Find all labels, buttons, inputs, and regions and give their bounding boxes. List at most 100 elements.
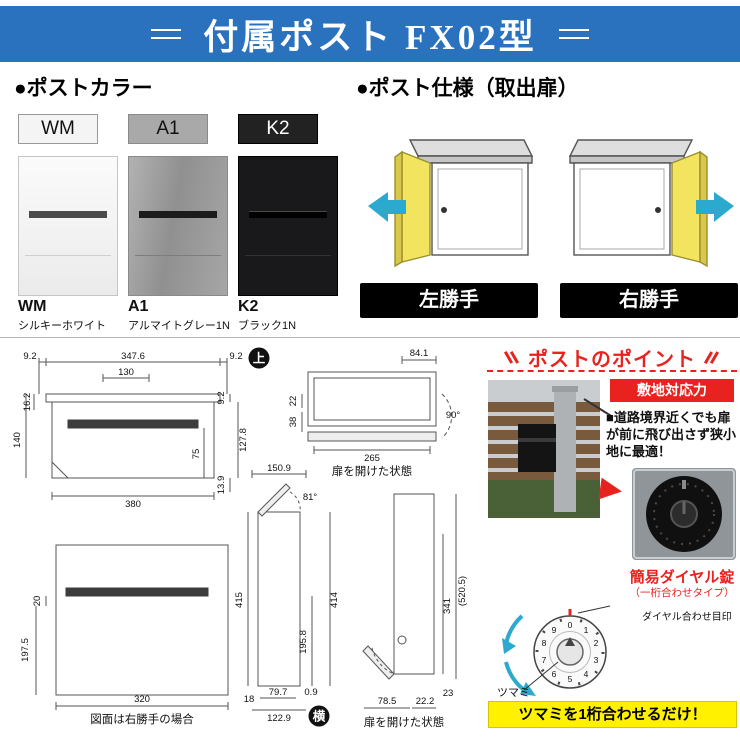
dim-label: 9.2 [216,391,227,404]
svg-text:5: 5 [568,674,573,684]
dim-label: 347.6 [121,351,145,362]
dim-label: 13.9 [216,476,227,495]
title-decoration-icon [703,350,719,365]
feature-badge: 敷地対応力 [610,379,734,402]
post-slot [29,211,107,218]
header-rule-left-icon [151,29,182,39]
rotate-arrow-icon [504,661,526,692]
points-title: ポストのポイント [528,349,696,371]
rotate-arrow-icon [520,682,536,696]
left-hand-post-illustration [368,139,534,268]
dim-label: 414 [329,592,340,608]
color-sample-wm [18,156,118,296]
dim-label: 23 [443,688,454,699]
drawing-caption: 図面は右勝手の場合 [90,712,194,726]
top-view-badge-icon [248,347,270,369]
svg-text:1: 1 [584,625,589,635]
feature-text: ■道路境界近くでも扉が前に飛び出さず狭小地に最適！ [606,410,737,460]
dim-label: 20 [32,596,43,607]
svg-text:0: 0 [568,620,573,630]
dim-label: 320 [134,694,150,705]
dim-label: 79.7 [269,687,288,698]
dashed-rule [487,370,737,372]
dim-label: 22 [288,396,299,407]
technical-drawings: 9.2 347.6 9.2 130 16.2 140 9.2 127.8 75 … [12,347,468,729]
color-tab-wm: WM [18,114,98,144]
svg-text:8: 8 [542,638,547,648]
dimension-labels: 9.2 347.6 9.2 130 16.2 140 9.2 127.8 75 … [12,348,468,729]
color-name: シルキーホワイト [18,320,106,332]
dim-label: 140 [12,432,23,448]
dim-label: 18 [244,694,255,705]
post-slot [249,211,327,218]
drawing-lines [25,356,457,711]
color-code: K2 [238,298,259,315]
open-left-arrow-icon [368,192,406,222]
section-divider [0,337,740,338]
dim-label: 122.9 [267,713,291,724]
dim-label: 9.2 [229,351,242,362]
header-rule-right-icon [558,29,589,39]
color-section-title: ●ポストカラー [14,77,153,100]
left-hand-label: 左勝手 [360,283,538,318]
color-sample-k2 [238,156,338,296]
svg-text:2: 2 [594,638,599,648]
color-name: アルマイトグレー1N [128,320,230,332]
view-badge: 上 [253,351,266,366]
dim-label: 38 [288,417,299,428]
detail-arrow-icon [598,477,624,503]
dim-label: 84.1 [410,348,429,359]
dial-numbers: 0 1 2 3 4 5 6 7 8 9 [542,620,599,684]
color-tab-a1: A1 [128,114,208,144]
color-tab-k2: K2 [238,114,318,144]
lock-title: 簡易ダイヤル錠 [629,569,735,586]
drawing-caption: 扉を開けた状態 [364,715,445,729]
view-badge: 横 [313,709,326,724]
dial-lock-photo [632,468,736,560]
door-seam [25,255,111,256]
dim-label: 150.9 [267,463,291,474]
color-code: WM [18,298,47,315]
page-title: 付属ポスト FX02型 [203,17,537,57]
dim-label: 9.2 [23,351,36,362]
dim-label: 130 [118,367,134,378]
dim-label: 0.9 [304,687,317,698]
title-decoration-icon [503,350,519,365]
dim-label: (520.5) [457,576,468,606]
dim-label: 197.5 [20,638,31,662]
dim-label: 415 [234,592,245,608]
header-banner: 付属ポスト FX02型 [0,6,740,62]
lock-subtitle: （一桁合わせタイプ） [629,587,735,599]
installation-photo [488,380,600,518]
color-sample-a1 [128,156,228,296]
svg-text:9: 9 [552,625,557,635]
dim-label: 22.2 [416,696,435,707]
dial-mark-label: ダイヤル合わせ目印 [642,612,732,623]
post-slot [139,211,217,218]
dial-illustration: 0 1 2 3 4 5 6 7 8 9 [502,605,611,696]
dim-label: 16.2 [22,393,33,412]
door-seam [245,255,331,256]
right-hand-label: 右勝手 [560,283,738,318]
door-seam [135,255,221,256]
dim-label: 75 [191,449,202,460]
right-hand-post-illustration [568,139,734,268]
dim-label: 127.8 [238,428,249,452]
svg-text:6: 6 [552,669,557,679]
spec-section-title: ●ポスト仕様（取出扉） [356,77,579,100]
svg-text:7: 7 [542,655,547,665]
dim-label: 90° [446,410,461,421]
drawing-caption: 扉を開けた状態 [332,464,413,478]
side-view-badge-icon [308,705,330,727]
dim-label: 380 [125,499,141,510]
color-name: ブラック1N [238,320,297,332]
dim-label: 78.5 [378,696,397,707]
color-code: A1 [128,298,149,315]
points-title-row: ポストのポイント [486,343,738,372]
svg-text:4: 4 [584,669,589,679]
dim-label: 341 [442,598,453,614]
dim-label: 265 [364,453,380,464]
open-right-arrow-icon [696,192,734,222]
dim-label: 195.8 [298,630,309,654]
rotate-arrow-icon [502,638,516,654]
